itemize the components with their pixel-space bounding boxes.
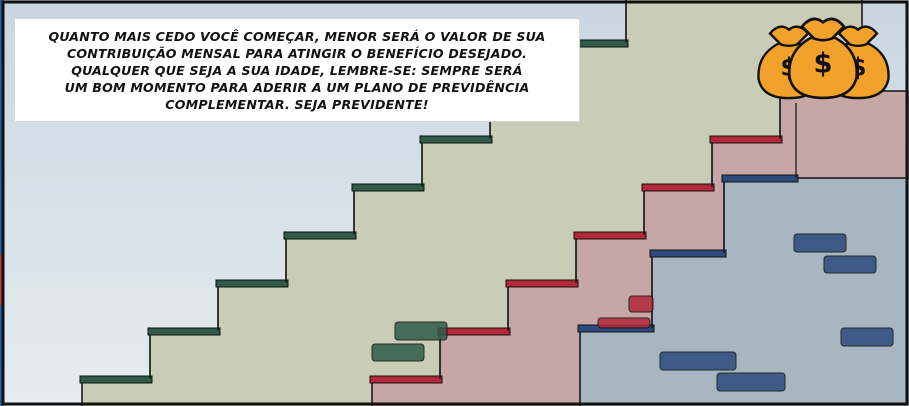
red-step-tread	[369, 375, 443, 384]
blue-step-tread	[649, 249, 727, 258]
caption-line: QUANTO MAIS CEDO VOCÊ COMEÇAR, MENOR SER…	[48, 28, 546, 44]
caption-box: QUANTO MAIS CEDO VOCÊ COMEÇAR, MENOR SER…	[14, 18, 580, 122]
brick	[840, 327, 894, 347]
red-step-tread	[437, 327, 511, 336]
caption-line: QUALQUER QUE SEJA A SUA IDADE, LEMBRE-SE…	[71, 62, 523, 78]
brick	[659, 351, 737, 371]
brick	[793, 233, 847, 253]
brick	[394, 321, 448, 341]
wall-bricks	[371, 233, 894, 392]
money-bags: $$$	[757, 17, 890, 100]
green-step-tread	[215, 279, 289, 288]
caption-line: COMPLEMENTAR. SEJA PREVIDENTE!	[165, 96, 429, 112]
caption-line: CONTRIBUIÇÃO MENSAL PARA ATINGIR O BENEF…	[66, 45, 528, 61]
bag-body	[787, 17, 859, 100]
bag-tie	[846, 41, 870, 48]
red-step-tread	[505, 279, 579, 288]
brick	[371, 343, 425, 362]
bag-dollar-sign: $	[814, 49, 833, 80]
red-step-tread	[573, 231, 647, 240]
blue-step-tread	[721, 174, 799, 183]
brick	[628, 295, 654, 313]
green-step-tread	[79, 375, 153, 384]
green-step-tread	[351, 183, 425, 192]
caption-line: UM BOM MOMENTO PARA ADERIR A UM PLANO DE…	[64, 79, 530, 95]
brick	[597, 317, 651, 329]
green-step-tread	[147, 327, 221, 336]
brick	[716, 372, 786, 392]
caption-text: QUANTO MAIS CEDO VOCÊ COMEÇAR, MENOR SER…	[49, 28, 546, 113]
red-step-tread	[641, 183, 715, 192]
brick	[823, 255, 877, 274]
green-step-tread	[419, 135, 493, 144]
bag-tie	[809, 35, 837, 42]
money-bag-icon: $	[787, 17, 859, 100]
bag-tie	[777, 41, 801, 48]
red-step-tread	[709, 135, 783, 144]
green-step-tread	[283, 231, 357, 240]
